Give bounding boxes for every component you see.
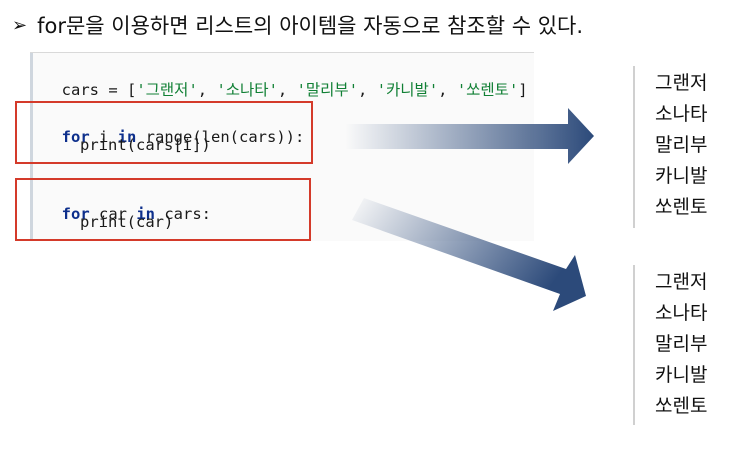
code-iterable-expr: cars: xyxy=(155,205,212,223)
slide-heading: ➢ for문을 이용하면 리스트의 아이템을 자동으로 참조할 수 있다. xyxy=(12,10,583,40)
code-string-item: '그랜저' xyxy=(136,81,198,99)
code-line-cars: cars = ['그랜저', '소나타', '말리부', '카니발', '쏘렌토… xyxy=(43,60,528,100)
code-line-for-range: for i in range(len(cars)): xyxy=(43,110,305,146)
output-item: 소나타 xyxy=(655,103,708,125)
code-loop-var: car xyxy=(89,205,137,223)
bullet-arrow-icon: ➢ xyxy=(12,14,28,36)
output-item: 말리부 xyxy=(655,333,708,355)
output-item: 카니발 xyxy=(655,165,708,187)
code-range-expr: range(len(cars)): xyxy=(136,128,305,146)
output-border xyxy=(633,66,635,228)
editor-gutter xyxy=(30,53,33,241)
keyword-in: in xyxy=(117,128,137,146)
output-item: 그랜저 xyxy=(655,72,708,94)
output-list-1: 그랜저 소나타 말리부 카니발 쏘렌토 xyxy=(633,66,743,228)
output-border xyxy=(633,265,635,425)
highlight-box-in-loop xyxy=(15,178,311,241)
code-line-print-index: print(cars[i]) xyxy=(80,136,211,154)
code-separator: , xyxy=(438,81,457,99)
code-line-for-in: for car in cars: xyxy=(43,187,211,223)
code-string-item: '소나타' xyxy=(216,81,278,99)
highlight-box-range-loop xyxy=(15,101,313,164)
code-string-item: '말리부' xyxy=(296,81,359,99)
code-loop-var: i xyxy=(89,128,118,146)
output-list-2: 그랜저 소나타 말리부 카니발 쏘렌토 xyxy=(633,265,743,425)
arrow-right-icon xyxy=(345,108,594,164)
code-string-item: '카니발' xyxy=(376,81,439,99)
output-item: 카니발 xyxy=(655,364,708,386)
output-item: 쏘렌토 xyxy=(655,196,708,218)
output-item: 소나타 xyxy=(655,302,708,324)
keyword-in: in xyxy=(136,205,156,223)
code-separator: , xyxy=(277,81,297,99)
code-separator: , xyxy=(197,81,217,99)
code-string-item: '쏘렌토' xyxy=(456,81,519,99)
code-cars-assign: cars = [ xyxy=(61,81,137,99)
output-item: 말리부 xyxy=(655,134,708,156)
code-bracket: ] xyxy=(518,81,528,99)
code-separator: , xyxy=(358,81,377,99)
heading-text: for문을 이용하면 리스트의 아이템을 자동으로 참조할 수 있다. xyxy=(37,14,584,38)
keyword-for: for xyxy=(61,128,90,146)
output-item: 그랜저 xyxy=(655,271,708,293)
code-line-print-item: print(car) xyxy=(80,213,174,231)
arrow-down-right-icon xyxy=(352,198,586,311)
output-item: 쏘렌토 xyxy=(655,395,708,417)
keyword-for: for xyxy=(61,205,90,223)
